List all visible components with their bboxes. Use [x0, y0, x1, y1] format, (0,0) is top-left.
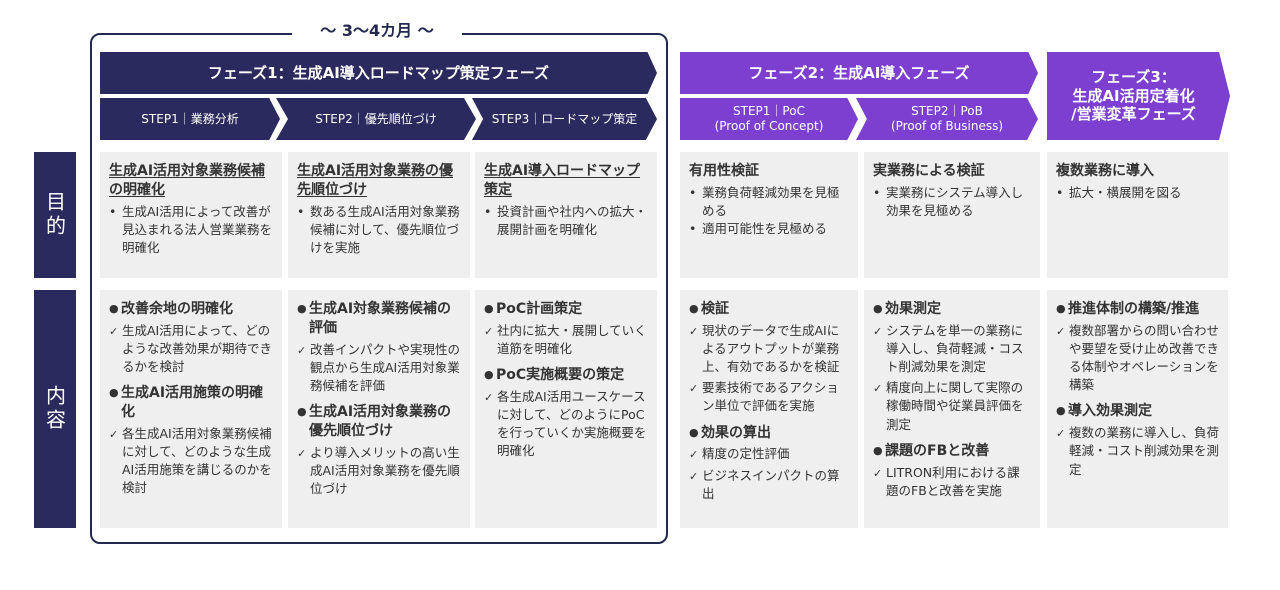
- step-label: STEP2｜優先順位づけ: [315, 111, 437, 126]
- purpose-title: 生成AI活用対象業務候補の明確化: [109, 163, 266, 198]
- content-check-item: 各生成AI活用ユースケースに対して、どのようにPoCを行っていくか実施概要を明確…: [484, 388, 649, 461]
- content-check-item: システムを単一の業務に導入し、負荷軽減・コスト削減効果を測定: [873, 322, 1032, 376]
- duration-label: ～ 3～4カ月 ～: [292, 18, 462, 44]
- step-phase1-2: STEP2｜優先順位づけ: [276, 98, 476, 140]
- purpose-bullet: 業務負荷軽減効果を見極める: [689, 184, 850, 220]
- phase3-title-line3: /営業変革フェーズ: [1071, 105, 1196, 124]
- row-label-content: 内容: [34, 290, 76, 528]
- content-section-title: PoC実施概要の策定: [484, 366, 649, 385]
- content-cell-4: 検証 現状のデータで生成AIによるアウトプットが業務上、有効であるかを検証 要素…: [680, 290, 858, 528]
- content-check-item: 現状のデータで生成AIによるアウトプットが業務上、有効であるかを検証: [689, 322, 850, 376]
- content-cell-2: 生成AI対象業務候補の評価 改善インパクトや実現性の観点から生成AI活用対象業務…: [288, 290, 470, 528]
- phase1-title: フェーズ1：生成AI導入ロードマップ策定フェーズ: [207, 63, 550, 82]
- content-section-title: 推進体制の構築/推進: [1056, 300, 1220, 319]
- purpose-cell-4: 有用性検証 業務負荷軽減効果を見極める 適用可能性を見極める: [680, 152, 858, 278]
- purpose-title: 生成AI活用対象業務の優先順位づけ: [297, 163, 454, 198]
- step-phase1-1: STEP1｜業務分析: [100, 98, 280, 140]
- content-section-title: 改善余地の明確化: [109, 300, 274, 319]
- content-check-item: 生成AI活用によって、どのような改善効果が期待できるかを検討: [109, 322, 274, 376]
- purpose-cell-5: 実業務による検証 実業務にシステム導入し効果を見極める: [864, 152, 1040, 278]
- step-label: STEP2｜PoB: [911, 104, 983, 118]
- purpose-bullet: 適用可能性を見極める: [689, 220, 850, 238]
- content-check-item: より導入メリットの高い生成AI活用対象業務を優先順位づけ: [297, 444, 462, 498]
- step-phase2-poc: STEP1｜PoC(Proof of Concept): [680, 98, 858, 140]
- content-section-title: 課題のFBと改善: [873, 442, 1032, 461]
- content-check-item: 各生成AI活用対象業務候補に対して、どのような生成AI活用施策を講じるのかを検討: [109, 425, 274, 498]
- phase2-title: フェーズ2：生成AI導入フェーズ: [748, 63, 970, 82]
- phase3-banner: フェーズ3： 生成AI活用定着化 /営業変革フェーズ: [1047, 52, 1230, 140]
- purpose-title: 生成AI導入ロードマップ策定: [484, 163, 641, 198]
- step-phase1-3: STEP3｜ロードマップ策定: [472, 98, 657, 140]
- content-check-item: 社内に拡大・展開していく道筋を明確化: [484, 322, 649, 358]
- purpose-title: 複数業務に導入: [1056, 163, 1154, 179]
- purpose-title: 有用性検証: [689, 163, 759, 179]
- content-section-title: 生成AI活用施策の明確化: [109, 384, 274, 422]
- content-cell-6: 推進体制の構築/推進 複数部署からの問い合わせや要望を受け止め改善できる体制やオ…: [1047, 290, 1228, 528]
- step-phase2-pob: STEP2｜PoB(Proof of Business): [856, 98, 1038, 140]
- content-check-item: ビジネスインパクトの算出: [689, 467, 850, 503]
- purpose-cell-3: 生成AI導入ロードマップ策定 投資計画や社内への拡大・展開計画を明確化: [475, 152, 657, 278]
- content-section-title: PoC計画策定: [484, 300, 649, 319]
- purpose-cell-2: 生成AI活用対象業務の優先順位づけ 数ある生成AI活用対象業務候補に対して、優先…: [288, 152, 470, 278]
- content-check-item: 複数部署からの問い合わせや要望を受け止め改善できる体制やオペレーションを構築: [1056, 322, 1220, 395]
- content-check-item: 改善インパクトや実現性の観点から生成AI活用対象業務候補を評価: [297, 341, 462, 395]
- phase3-title-line2: 生成AI活用定着化: [1072, 86, 1195, 105]
- content-check-item: 要素技術であるアクション単位で評価を実施: [689, 379, 850, 415]
- step-sublabel: (Proof of Business): [890, 119, 1004, 133]
- purpose-bullet: 拡大・横展開を図る: [1056, 184, 1220, 202]
- purpose-bullet: 投資計画や社内への拡大・展開計画を明確化: [484, 203, 649, 239]
- phase1-banner: フェーズ1：生成AI導入ロードマップ策定フェーズ: [100, 52, 657, 94]
- purpose-cell-1: 生成AI活用対象業務候補の明確化 生成AI活用によって改善が見込まれる法人営業業…: [100, 152, 282, 278]
- content-section-title: 検証: [689, 300, 850, 319]
- content-cell-3: PoC計画策定 社内に拡大・展開していく道筋を明確化 PoC実施概要の策定 各生…: [475, 290, 657, 528]
- purpose-bullet: 数ある生成AI活用対象業務候補に対して、優先順位づけを実施: [297, 203, 462, 257]
- content-section-title: 導入効果測定: [1056, 402, 1220, 421]
- step-label: STEP3｜ロードマップ策定: [491, 111, 638, 126]
- row-label-purpose: 目的: [34, 152, 76, 278]
- content-cell-1: 改善余地の明確化 生成AI活用によって、どのような改善効果が期待できるかを検討 …: [100, 290, 282, 528]
- purpose-title: 実業務による検証: [873, 163, 985, 179]
- content-section-title: 生成AI活用対象業務の優先順位づけ: [297, 403, 462, 441]
- purpose-bullet: 実業務にシステム導入し効果を見極める: [873, 184, 1032, 220]
- content-check-item: 複数の業務に導入し、負荷軽減・コスト削減効果を測定: [1056, 424, 1220, 478]
- purpose-bullet: 生成AI活用によって改善が見込まれる法人営業業務を明確化: [109, 203, 274, 257]
- content-check-item: 精度向上に関して実際の稼働時間や従業員評価を測定: [873, 379, 1032, 433]
- content-section-title: 効果の算出: [689, 424, 850, 443]
- phase3-title-line1: フェーズ3：: [1091, 67, 1176, 86]
- content-section-title: 効果測定: [873, 300, 1032, 319]
- phase2-banner: フェーズ2：生成AI導入フェーズ: [680, 52, 1038, 94]
- content-check-item: LITRON利用における課題のFBと改善を実施: [873, 464, 1032, 500]
- step-label: STEP1｜業務分析: [141, 111, 239, 126]
- content-cell-5: 効果測定 システムを単一の業務に導入し、負荷軽減・コスト削減効果を測定 精度向上…: [864, 290, 1040, 528]
- content-check-item: 精度の定性評価: [689, 445, 850, 463]
- content-section-title: 生成AI対象業務候補の評価: [297, 300, 462, 338]
- step-sublabel: (Proof of Concept): [714, 119, 824, 133]
- purpose-cell-6: 複数業務に導入 拡大・横展開を図る: [1047, 152, 1228, 278]
- step-label: STEP1｜PoC: [733, 104, 805, 118]
